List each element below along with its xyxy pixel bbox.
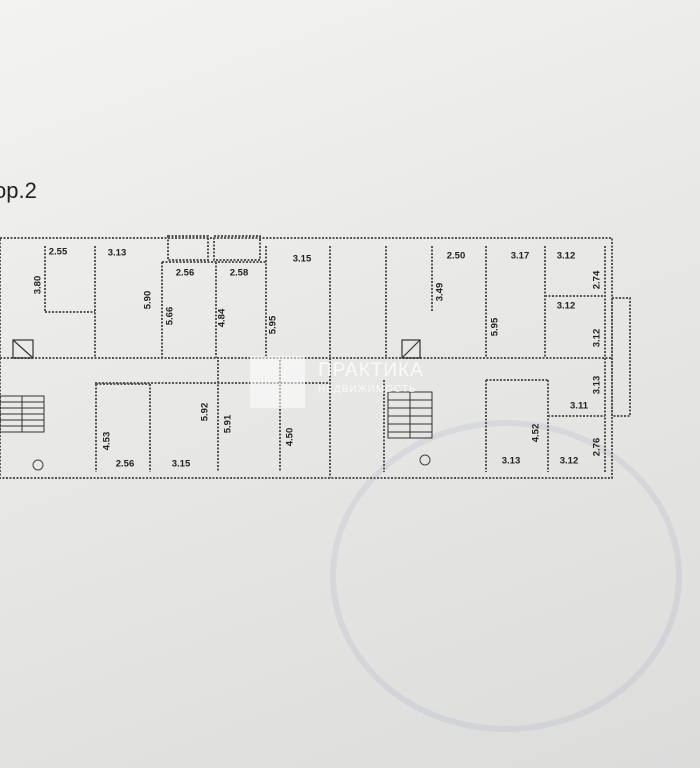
dimension-label: 5.92 — [199, 402, 211, 422]
watermark-line2: НЕДВИЖИМОСТЬ — [318, 384, 417, 395]
dimension-label: 4.52 — [530, 423, 542, 443]
balcony — [611, 297, 631, 417]
door-swing-icon — [32, 454, 431, 471]
dimension-label: 2.74 — [591, 270, 603, 290]
dimension-label: 5.91 — [222, 414, 234, 434]
dimension-label: 3.13 — [501, 455, 521, 467]
dimension-label: 5.95 — [267, 315, 279, 335]
dimension-label: 4.84 — [216, 308, 228, 328]
dimension-label: 2.56 — [115, 458, 135, 470]
dimension-label: 5.95 — [489, 317, 501, 337]
dimension-label: 3.15 — [292, 253, 312, 265]
dimension-label: 3.12 — [556, 300, 576, 312]
dimension-label: 3.15 — [171, 458, 191, 470]
elevator-icon — [12, 339, 421, 359]
dimension-label: 4.53 — [101, 431, 113, 451]
page-title: ор.2 — [0, 178, 37, 203]
dimension-label: 3.11 — [570, 400, 588, 412]
dimension-label: 3.49 — [434, 282, 446, 302]
watermark-line1: ПРАКТИКА — [318, 360, 424, 381]
dimension-label: 2.55 — [48, 246, 68, 258]
dimension-label: 2.50 — [446, 250, 466, 262]
dimension-label: 5.90 — [142, 290, 154, 310]
dimension-label: 3.12 — [591, 328, 603, 348]
dimension-label: 3.13 — [591, 375, 603, 395]
dimension-label: 3.12 — [559, 455, 579, 467]
dimension-label: 2.58 — [229, 267, 249, 279]
stairs-icon — [0, 391, 433, 439]
dimension-label: 3.80 — [32, 275, 44, 295]
dimension-label: 3.12 — [556, 250, 576, 262]
dimension-label: 5.66 — [164, 306, 176, 326]
faded-stamp — [330, 420, 682, 732]
dimension-label: 2.76 — [591, 437, 603, 457]
watermark-logo-icon — [250, 356, 305, 408]
dimension-label: 3.13 — [107, 247, 127, 259]
dimension-label: 2.56 — [175, 267, 195, 279]
dimension-label: 4.50 — [284, 427, 296, 447]
watermark: ПРАКТИКА НЕДВИЖИМОСТЬ — [250, 356, 460, 412]
dimension-label: 3.17 — [510, 250, 530, 262]
